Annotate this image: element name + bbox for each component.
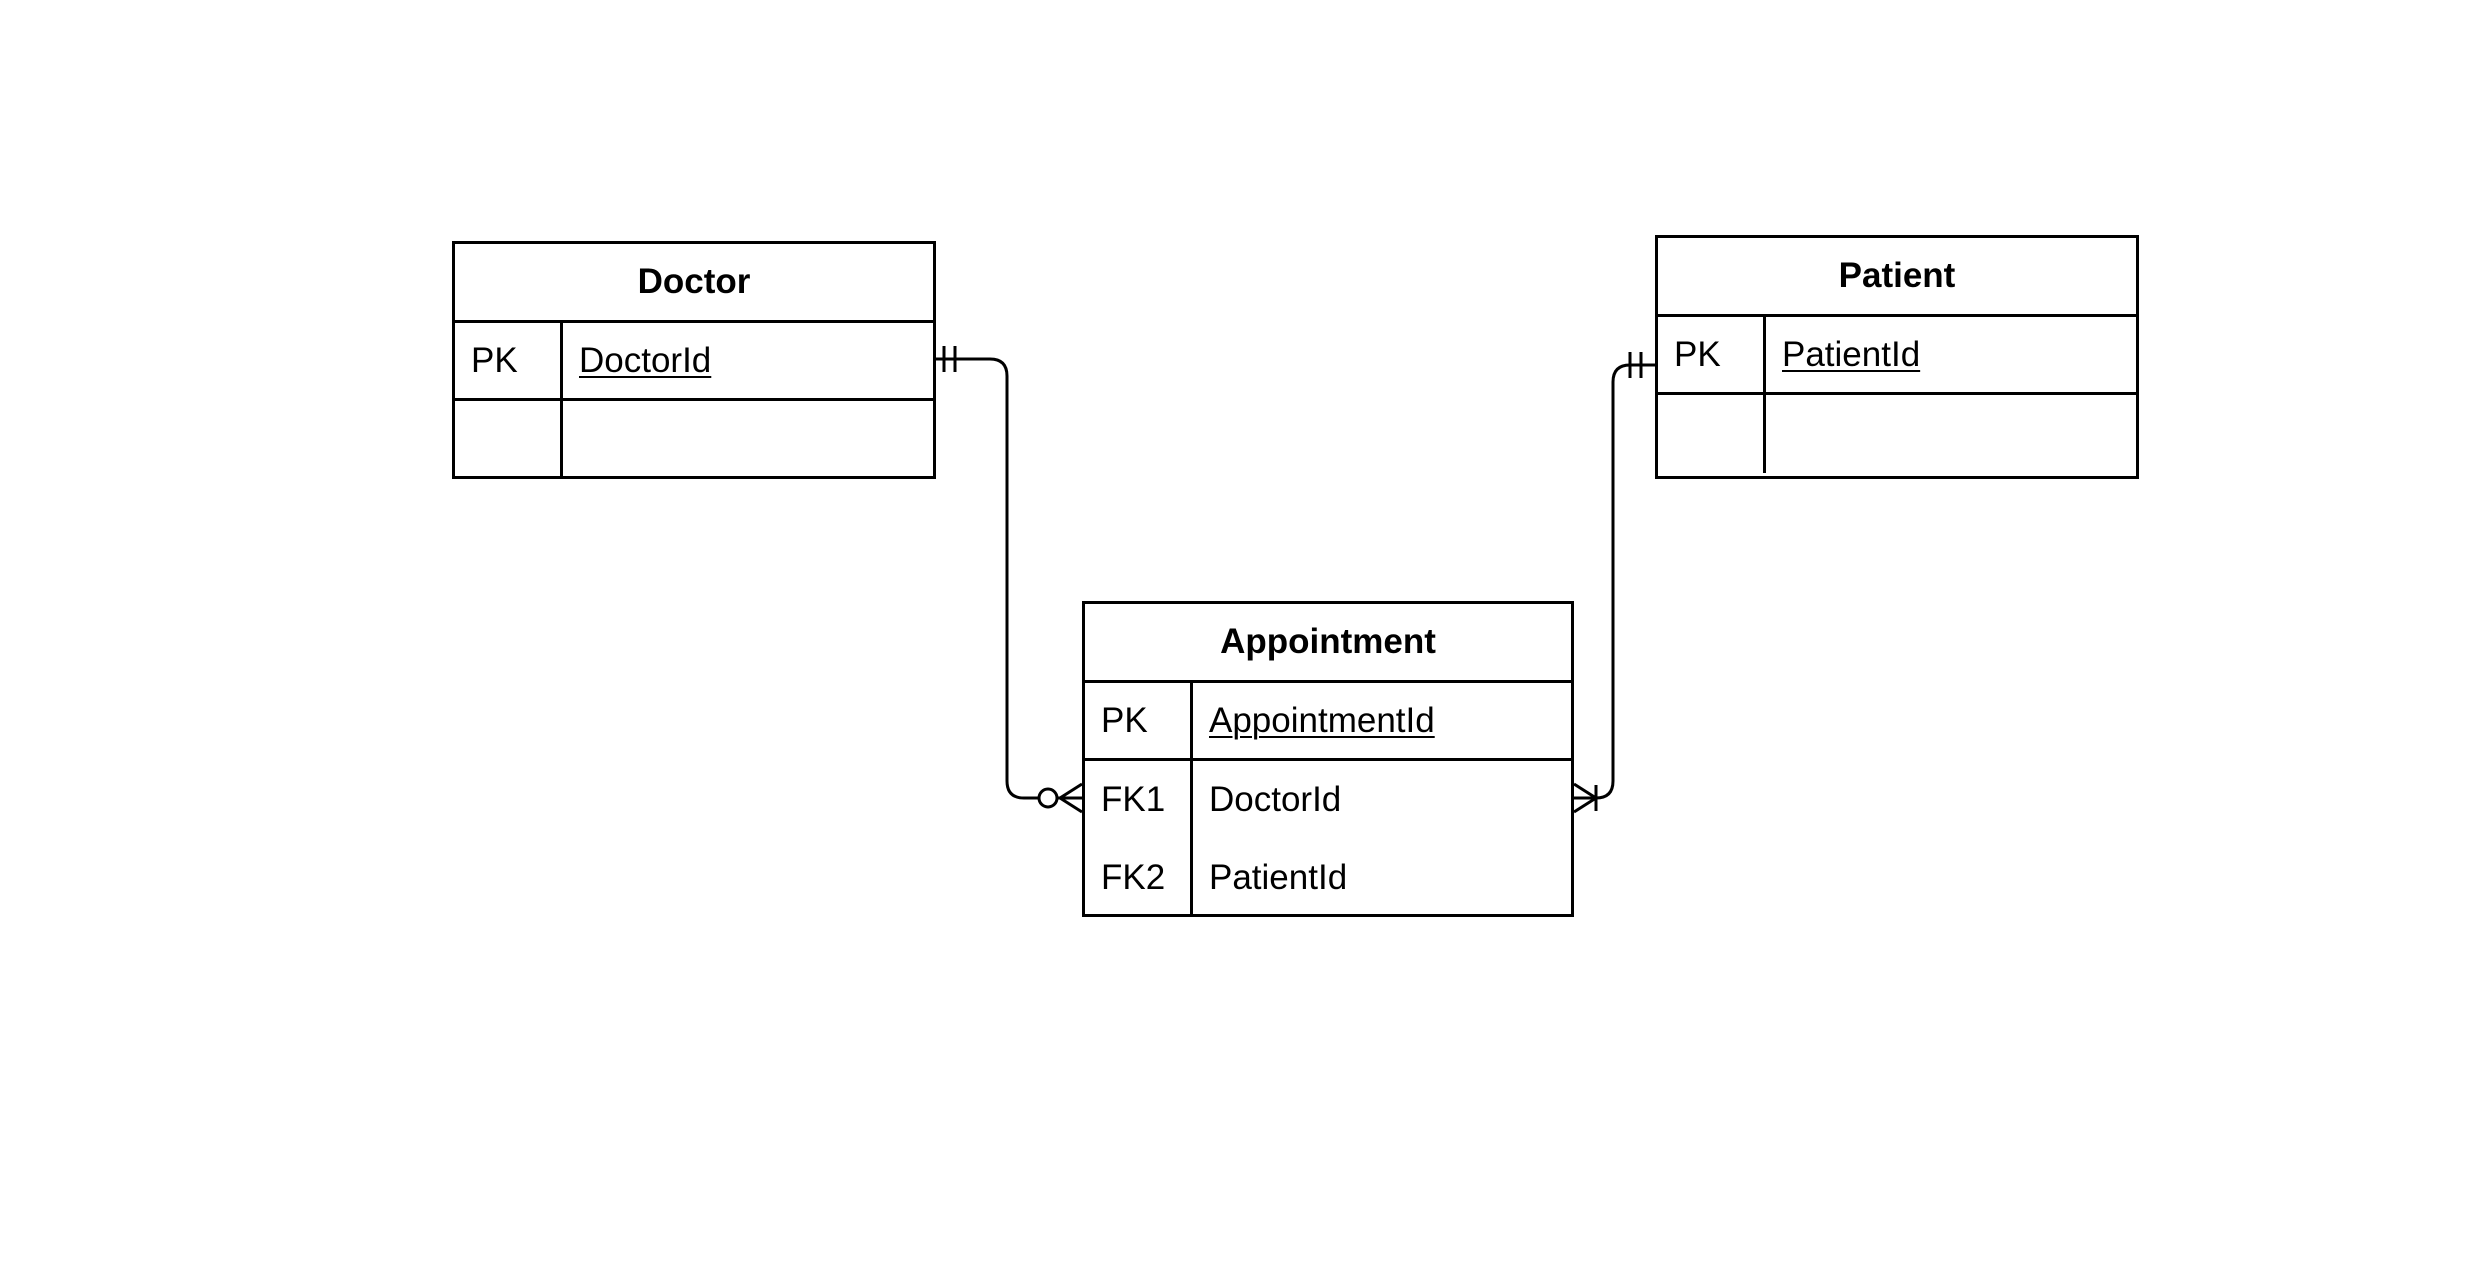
attribute-name: PatientId bbox=[1209, 858, 1348, 897]
entity-patient-title: Patient bbox=[1658, 238, 2136, 317]
many-crowfoot-upper bbox=[1059, 782, 1083, 800]
key-label bbox=[455, 401, 563, 479]
connector-doctor-appointment-line bbox=[936, 357, 1082, 800]
entity-doctor-row-pk[interactable]: PK DoctorId bbox=[455, 323, 933, 401]
entity-patient[interactable]: Patient PK PatientId bbox=[1655, 235, 2139, 479]
connector-patient-appointment-line bbox=[1574, 363, 1655, 800]
entity-patient-row-empty[interactable] bbox=[1658, 395, 2136, 473]
key-label: PK bbox=[471, 340, 518, 380]
column-divider bbox=[1190, 683, 1193, 917]
attribute-name: AppointmentId bbox=[1209, 700, 1435, 740]
key-label: PK bbox=[1674, 334, 1721, 374]
many-crowfoot-lower bbox=[1573, 796, 1597, 814]
entity-appointment-row-pk[interactable]: PK AppointmentId bbox=[1085, 683, 1571, 761]
key-label: PK bbox=[1101, 700, 1148, 740]
entity-appointment-row-fk2[interactable]: FK2 PatientId bbox=[1085, 839, 1571, 917]
column-divider bbox=[1763, 317, 1766, 473]
zero-marker-circle bbox=[1037, 787, 1059, 809]
key-label: FK1 bbox=[1101, 780, 1166, 819]
column-divider bbox=[560, 323, 563, 479]
entity-appointment-title: Appointment bbox=[1085, 604, 1571, 683]
key-label: FK2 bbox=[1101, 858, 1166, 897]
entity-patient-row-pk[interactable]: PK PatientId bbox=[1658, 317, 2136, 395]
many-crowfoot-upper bbox=[1573, 782, 1597, 800]
key-label bbox=[1658, 395, 1766, 473]
entity-appointment[interactable]: Appointment PK AppointmentId FK1 DoctorI… bbox=[1082, 601, 1574, 917]
attribute-name: PatientId bbox=[1782, 334, 1921, 374]
relationship-doctor-appointment bbox=[936, 346, 1083, 814]
attribute-name: DoctorId bbox=[1209, 780, 1342, 819]
entity-doctor-title: Doctor bbox=[455, 244, 933, 323]
attribute-name bbox=[563, 401, 579, 479]
many-crowfoot-lower bbox=[1059, 796, 1083, 814]
entity-appointment-row-fk1[interactable]: FK1 DoctorId bbox=[1085, 761, 1571, 839]
relationship-patient-appointment bbox=[1573, 352, 1655, 814]
entity-doctor[interactable]: Doctor PK DoctorId bbox=[452, 241, 936, 479]
attribute-name bbox=[1766, 395, 1782, 473]
attribute-name: DoctorId bbox=[579, 340, 712, 380]
entity-doctor-row-empty[interactable] bbox=[455, 401, 933, 479]
